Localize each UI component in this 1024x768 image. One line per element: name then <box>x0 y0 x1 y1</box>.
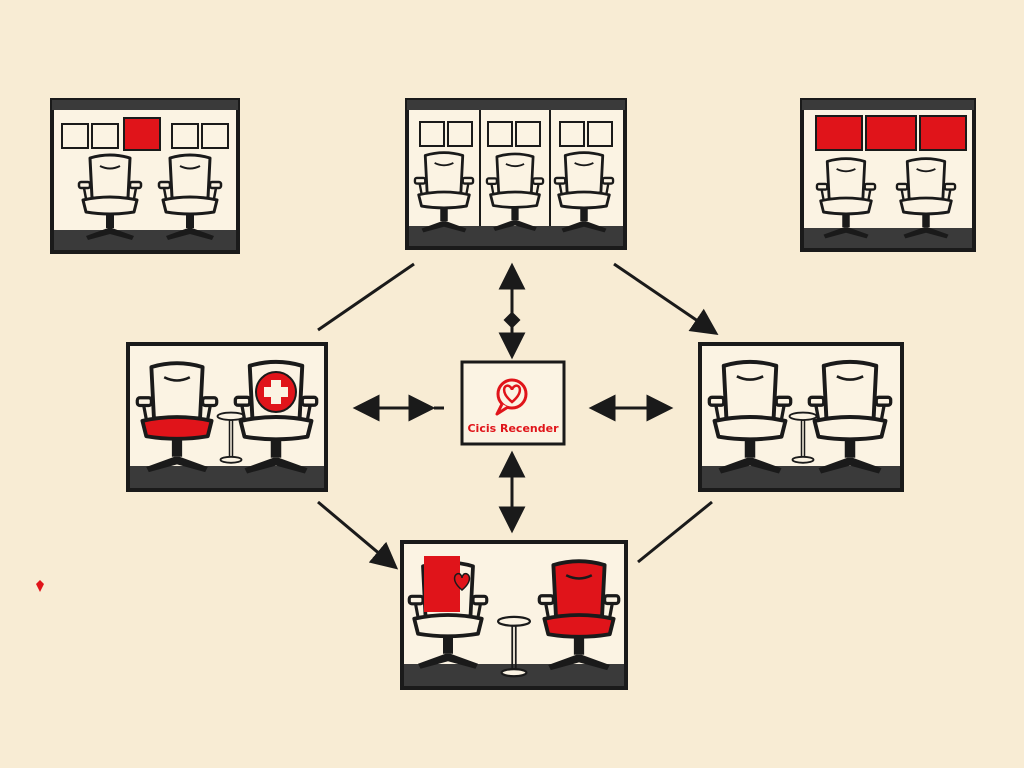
panel-middle-left <box>126 342 328 492</box>
panel-bottom-center <box>400 540 628 690</box>
medical-cross-icon <box>255 371 297 413</box>
panel-top-center <box>405 98 627 250</box>
heart-speech-bubble-icon <box>495 378 528 416</box>
connector-junction-dot <box>503 311 521 329</box>
connector-top-center-to-middle-right <box>613 262 719 336</box>
connectors <box>317 262 719 570</box>
stray-red-mark <box>36 580 44 592</box>
panel-middle-right <box>698 342 904 492</box>
window-row <box>419 121 613 147</box>
connector-middle-right-to-bottom-center <box>637 500 713 564</box>
panel-top-right <box>800 98 976 252</box>
hub-label: Cicis Recender <box>467 422 559 435</box>
red-banner <box>424 556 471 612</box>
heart-icon <box>453 572 471 591</box>
panel-top-left <box>50 98 240 254</box>
window-row <box>815 115 967 151</box>
connector-top-center-to-middle-left <box>317 262 415 332</box>
hub-node: Cicis Recender <box>460 360 566 446</box>
window-row <box>61 117 229 151</box>
connector-middle-left-to-bottom-center <box>317 500 399 570</box>
